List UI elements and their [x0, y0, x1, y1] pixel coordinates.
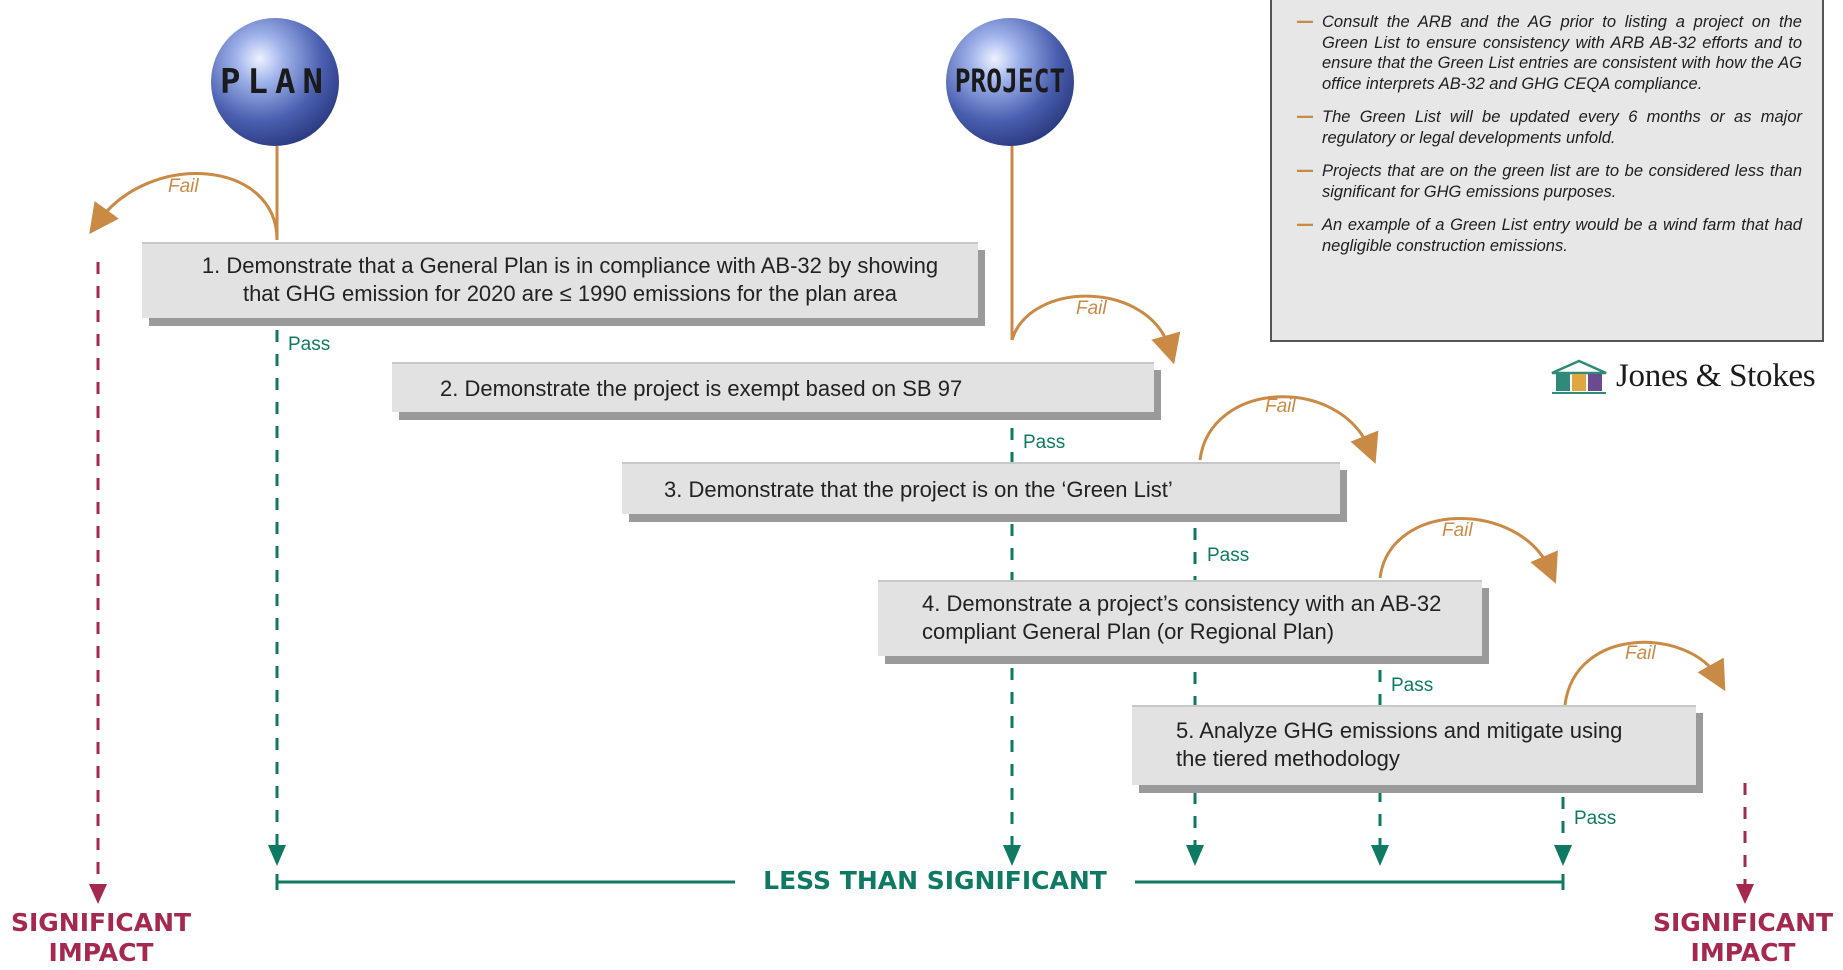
step-4-line-1: 4. Demonstrate a project’s consistency w… [922, 591, 1442, 616]
step-3-box: 3. Demonstrate that the project is on th… [622, 462, 1340, 514]
fail-arc-2 [1010, 294, 1181, 365]
notes-box: — Consult the ARB and the AG prior to li… [1270, 0, 1824, 342]
significant-arrow-left [89, 884, 107, 904]
significant-left-line-1: SIGNIFICANT [10, 908, 192, 937]
dash-icon: — [1296, 11, 1314, 32]
dash-icon: — [1296, 214, 1314, 235]
step-1-line-1: 1. Demonstrate that a General Plan is in… [201, 253, 939, 278]
step-5-line-1: 5. Analyze GHG emissions and mitigate us… [1176, 718, 1623, 743]
note-item: — The Green List will be updated every 6… [1296, 107, 1802, 148]
significant-arrow-right [1736, 884, 1754, 904]
fail-label-3: Fail [1265, 396, 1296, 417]
significant-impact-left: SIGNIFICANT IMPACT [6, 908, 196, 968]
note-text-2: The Green List will be updated every 6 m… [1322, 108, 1802, 147]
note-text-3: Projects that are on the green list are … [1322, 162, 1802, 201]
dash-icon: — [1296, 106, 1314, 127]
pass-arrow-2 [1003, 845, 1021, 866]
plan-label: PLAN [220, 62, 330, 102]
step-1-line-2: that GHG emission for 2020 are ≤ 1990 em… [242, 281, 898, 306]
dash-icon: — [1296, 160, 1314, 181]
step-5-box: 5. Analyze GHG emissions and mitigate us… [1132, 705, 1696, 785]
jones-stokes-logo: Jones & Stokes [1550, 358, 1816, 395]
pass-label-5: Pass [1574, 808, 1617, 829]
note-text-1: Consult the ARB and the AG prior to list… [1322, 13, 1802, 93]
pass-label-3: Pass [1207, 545, 1250, 566]
pass-label-1: Pass [288, 334, 331, 355]
step-4-line-2: compliant General Plan (or Regional Plan… [922, 619, 1335, 644]
pass-label-2: Pass [1023, 432, 1066, 453]
plan-sphere [211, 18, 339, 146]
pass-arrow-1 [268, 845, 286, 866]
project-sphere [946, 18, 1074, 146]
fail-label-5: Fail [1625, 643, 1656, 664]
significant-right-line-2: IMPACT [1690, 938, 1796, 967]
step-4-box: 4. Demonstrate a project’s consistency w… [878, 580, 1482, 656]
step-5-line-2: the tiered methodology [1176, 746, 1400, 771]
step-2-line-1: 2. Demonstrate the project is exempt bas… [440, 376, 963, 401]
logo-text: Jones & Stokes [1616, 358, 1816, 394]
fail-arc-5 [1563, 640, 1726, 706]
note-item: — An example of a Green List entry would… [1296, 215, 1802, 256]
note-text-4: An example of a Green List entry would b… [1322, 216, 1802, 255]
significant-left-line-2: IMPACT [48, 938, 154, 967]
note-item: — Projects that are on the green list ar… [1296, 161, 1802, 202]
fail-label-4: Fail [1442, 520, 1473, 541]
significant-impact-right: SIGNIFICANT IMPACT [1648, 908, 1838, 968]
step-1-box: 1. Demonstrate that a General Plan is in… [142, 242, 978, 318]
note-item: — Consult the ARB and the AG prior to li… [1296, 12, 1802, 94]
pass-label-4: Pass [1391, 675, 1434, 696]
fail-arc-4 [1378, 517, 1558, 584]
step-3-line-1: 3. Demonstrate that the project is on th… [664, 477, 1173, 502]
pass-arrow-3 [1186, 845, 1204, 866]
fail-arc-1 [89, 172, 279, 241]
house-logo-icon [1551, 359, 1607, 394]
project-label: PROJECT [954, 62, 1066, 100]
pass-arrow-5 [1554, 845, 1572, 866]
step-2-box: 2. Demonstrate the project is exempt bas… [392, 362, 1154, 412]
fail-label-2: Fail [1076, 298, 1107, 319]
significant-right-line-1: SIGNIFICANT [1652, 908, 1834, 937]
fail-arc-3 [1198, 395, 1379, 464]
less-than-significant-label: LESS THAN SIGNIFICANT [735, 866, 1135, 895]
fail-label-1: Fail [168, 176, 199, 197]
pass-arrow-4 [1371, 845, 1389, 866]
